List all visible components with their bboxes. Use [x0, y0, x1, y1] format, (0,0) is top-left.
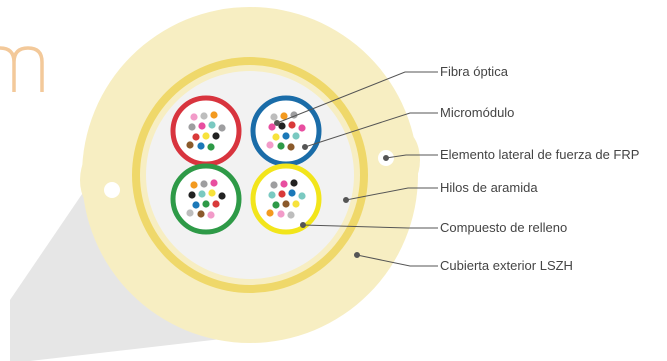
micromodule-blue	[250, 95, 322, 167]
label-elemento-frp: Elemento lateral de fuerza de FRP	[440, 147, 640, 162]
leader-line-cubierta-lszh	[356, 254, 438, 267]
leader-dot-micromodulo	[302, 144, 308, 150]
leader-dot-elemento-frp	[383, 155, 389, 161]
optical-fiber	[277, 210, 285, 218]
sheath-lug-left	[80, 150, 116, 210]
optical-fiber	[186, 209, 194, 217]
optical-fiber	[197, 210, 205, 218]
sheath-lug-right	[384, 130, 420, 190]
label-micromodulo: Micromódulo	[440, 105, 515, 120]
leader-dot-cubierta-lszh	[354, 252, 360, 258]
micromodule-red	[170, 95, 242, 167]
leader-line-compuesto-relleno	[302, 224, 438, 229]
leader-dot-compuesto-relleno	[300, 222, 306, 228]
logo-letter-m	[0, 46, 44, 92]
optical-fiber	[210, 179, 218, 187]
optical-fiber	[278, 122, 286, 130]
optical-fiber	[272, 201, 280, 209]
optical-fiber	[202, 132, 210, 140]
optical-fiber	[268, 191, 276, 199]
leader-dot-fibra-optica	[274, 120, 280, 126]
optical-fiber	[280, 112, 288, 120]
optical-fiber	[287, 211, 295, 219]
optical-fiber	[192, 201, 200, 209]
optical-fiber	[208, 121, 216, 129]
optical-fiber	[190, 113, 198, 121]
optical-fiber	[202, 200, 210, 208]
optical-fiber	[208, 189, 216, 197]
leader-dot-hilos-aramida	[343, 197, 349, 203]
optical-fiber	[192, 133, 200, 141]
label-fibra-optica: Fibra óptica	[440, 64, 508, 79]
optical-fiber	[298, 192, 306, 200]
optical-fiber	[270, 113, 278, 121]
optical-fiber	[200, 112, 208, 120]
optical-fiber	[298, 124, 306, 132]
optical-fiber	[186, 141, 194, 149]
optical-fiber	[200, 180, 208, 188]
micromodule-yellow	[250, 163, 322, 235]
optical-fiber	[198, 122, 206, 130]
optical-fiber	[292, 132, 300, 140]
optical-fiber	[207, 211, 215, 219]
optical-fiber	[292, 200, 300, 208]
optical-fiber	[188, 191, 196, 199]
leader-line-fibra-optica	[276, 71, 438, 124]
optical-fiber	[280, 180, 288, 188]
leader-line-elemento-frp	[385, 154, 438, 159]
leader-line-hilos-aramida	[345, 187, 438, 201]
optical-fiber	[277, 142, 285, 150]
optical-fiber	[207, 143, 215, 151]
optical-fiber	[270, 181, 278, 189]
filling-compound	[146, 71, 354, 279]
optical-fiber	[190, 181, 198, 189]
optical-fiber	[188, 123, 196, 131]
optical-fiber	[197, 142, 205, 150]
micromodule-group	[170, 95, 322, 235]
micromodule-green	[170, 163, 242, 235]
leader-lines	[274, 71, 438, 267]
label-hilos-aramida: Hilos de aramida	[440, 180, 538, 195]
optical-fiber	[210, 111, 218, 119]
optical-fiber	[212, 132, 220, 140]
label-compuesto-relleno: Compuesto de relleno	[440, 220, 568, 235]
optical-fiber	[282, 200, 290, 208]
optical-fiber	[268, 123, 276, 131]
optical-fiber	[212, 200, 220, 208]
optical-fiber	[266, 141, 274, 149]
optical-fiber	[288, 121, 296, 129]
optical-fiber	[278, 190, 286, 198]
optical-fiber	[290, 179, 298, 187]
leader-line-micromodulo	[304, 112, 438, 148]
optical-fiber	[266, 209, 274, 217]
optical-fiber	[218, 192, 226, 200]
optical-fiber	[272, 133, 280, 141]
frp-strength-member-left	[104, 182, 120, 198]
optical-fiber	[288, 189, 296, 197]
label-cubierta-lszh: Cubierta exterior LSZH	[440, 258, 573, 273]
optical-fiber	[282, 132, 290, 140]
optical-fiber	[198, 190, 206, 198]
optical-fiber	[287, 143, 295, 151]
optical-fiber	[218, 124, 226, 132]
